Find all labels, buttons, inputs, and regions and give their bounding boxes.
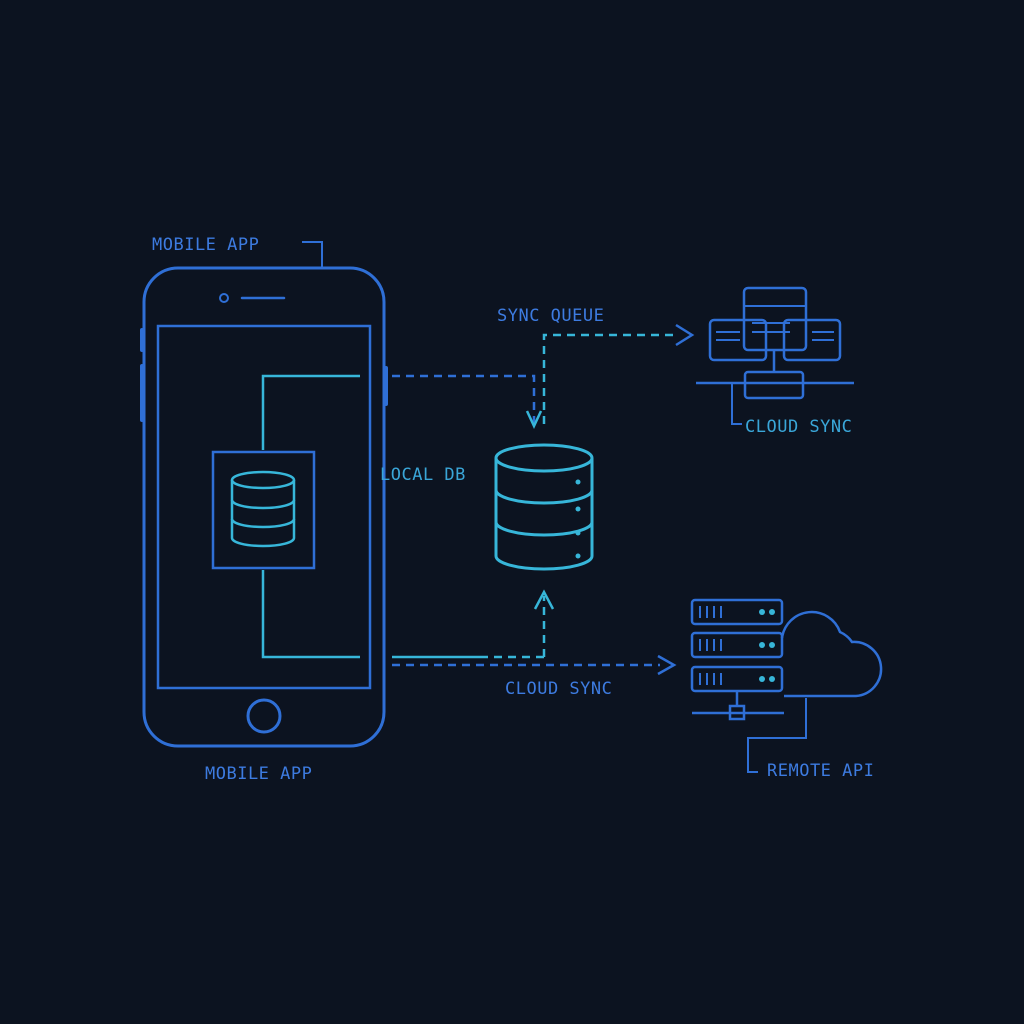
phone-internal-connectors [261, 374, 360, 659]
mobile-app-label-bottom: MOBILE APP [205, 764, 312, 784]
sync-queue-arrows [392, 323, 695, 429]
local-db-label: LOCAL DB [380, 465, 466, 485]
server-cluster-icon [696, 286, 854, 425]
cloud-sync-label-top: CLOUD SYNC [745, 417, 852, 437]
cloud-icon [780, 610, 883, 698]
server-rack-icon [690, 598, 784, 721]
mobile-app-leader [302, 241, 323, 268]
cloud-sync-label-bottom: CLOUD SYNC [505, 679, 612, 699]
smartphone-icon [140, 266, 388, 748]
mobile-app-label-top: MOBILE APP [152, 235, 259, 255]
database-icon [211, 450, 316, 570]
remote-api-label: REMOTE API [767, 761, 874, 781]
cloud-sync-arrows [392, 589, 677, 676]
remote-api-leader [747, 698, 807, 773]
sync-queue-label: SYNC QUEUE [497, 306, 604, 326]
database-icon [494, 443, 594, 571]
